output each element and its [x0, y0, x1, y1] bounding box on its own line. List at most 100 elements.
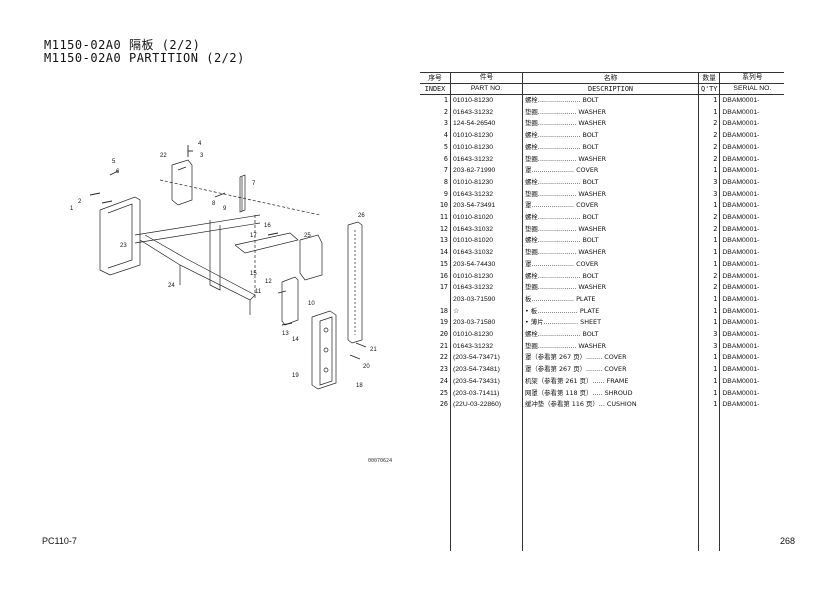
cell-desc: 垫圈................... WASHER [522, 340, 699, 353]
callout-21: 21 [370, 347, 377, 353]
cell-part-no: (203-03-71411) [450, 387, 523, 400]
cell-desc: 垫圈................... WASHER [522, 247, 699, 259]
cell-serial: DBAM0001- [722, 331, 760, 339]
cell-desc: 垫圈................... WASHER [522, 118, 699, 131]
cell-desc: 垫圈................... WASHER [522, 106, 699, 119]
callout-14: 14 [292, 337, 299, 343]
cell-index: 8 [420, 176, 451, 189]
footer-model: PC110-7 [42, 536, 77, 546]
cell-qty: 2 [698, 223, 721, 236]
cell-index: 19 [420, 317, 451, 330]
table-row: 25(203-03-71411)网罩（参看第 118 页）..... SHROU… [420, 387, 784, 400]
cell-serial: DBAM0001- [722, 272, 760, 280]
cell-qty: 2 [698, 270, 721, 283]
cell-serial: DBAM0001- [722, 225, 760, 233]
cell-serial: DBAM0001- [722, 120, 760, 128]
cell-qty: 3 [698, 329, 721, 341]
cell-qty: 1 [698, 106, 721, 119]
callout-4: 4 [198, 141, 202, 147]
callout-16: 16 [264, 223, 271, 229]
cell-index: 2 [420, 106, 451, 119]
cell-qty: 1 [698, 165, 721, 177]
cell-desc: 螺栓..................... BOLT [522, 235, 699, 248]
cell-index: 22 [420, 352, 451, 365]
th-qty-en: Q'TY [698, 83, 721, 95]
cell-part-no: 203-03-71580 [450, 317, 523, 330]
cover-22 [171, 159, 193, 206]
cell-index: 25 [420, 387, 451, 400]
callout-5: 5 [112, 159, 116, 165]
cell-part-no: (203-54-73431) [450, 375, 523, 388]
cell-serial: DBAM0001- [722, 108, 760, 116]
th-serial-en: SERIAL NO. [719, 83, 785, 95]
cell-serial: DBAM0001- [722, 401, 760, 409]
cell-part-no: 01643-31032 [450, 247, 523, 259]
cell-desc: 板..................... PLATE [522, 293, 699, 306]
cell-part-no: 01010-81230 [450, 130, 523, 142]
cell-part-no: ☆ [450, 305, 523, 318]
table-row: 24(203-54-73431)机架（参看第 261 页）...... FRAM… [420, 375, 784, 388]
cover-15 [234, 232, 299, 254]
cell-desc: 螺栓..................... BOLT [522, 130, 699, 142]
cell-part-no: 01643-31032 [450, 223, 523, 236]
cell-part-no: 01643-31232 [450, 340, 523, 353]
cell-desc: 垫圈................... WASHER [522, 153, 699, 166]
cell-serial: DBAM0001- [722, 342, 760, 350]
cell-desc: 螺栓..................... BOLT [522, 329, 699, 341]
cell-qty: 1 [698, 387, 721, 400]
cell-part-no: 01010-81230 [450, 270, 523, 283]
cell-serial: DBAM0001- [722, 202, 760, 210]
cell-index: 24 [420, 375, 451, 388]
cell-qty: 2 [698, 130, 721, 142]
cell-qty: 2 [698, 282, 721, 294]
cell-part-no: 203-03-71590 [450, 293, 523, 306]
callout-24: 24 [168, 283, 175, 289]
empty-cell [450, 410, 523, 551]
table-row: 22(203-54-73471)罩（参看第 267 页）........ COV… [420, 352, 784, 365]
cell-part-no: 01010-81230 [450, 329, 523, 341]
empty-cell [420, 410, 451, 551]
cell-index: 15 [420, 258, 451, 271]
page-title-cn: M1150-02A0 隔板 (2/2) [44, 38, 201, 52]
cell-desc: 螺栓..................... BOLT [522, 176, 699, 189]
callout-26: 26 [358, 213, 365, 219]
cell-index: 26 [420, 399, 451, 411]
callout-17: 17 [250, 233, 257, 239]
cell-qty: 1 [698, 375, 721, 388]
callout-7: 7 [252, 181, 256, 187]
cell-desc: 罩..................... COVER [522, 165, 699, 177]
cell-desc: 螺栓..................... BOLT [522, 141, 699, 154]
cover-25 [299, 234, 323, 281]
cell-index: 4 [420, 130, 451, 142]
callout-8: 8 [212, 201, 216, 207]
cell-desc: • 薄片................. SHEET [522, 317, 699, 330]
cell-index: 7 [420, 165, 451, 177]
table-row: 23(203-54-73481)罩（参看第 267 页）........ COV… [420, 364, 784, 376]
cell-serial: DBAM0001- [722, 249, 760, 257]
cell-part-no: 203-54-73491 [450, 200, 523, 213]
callout-2: 2 [78, 199, 82, 205]
cell-part-no: 01643-31232 [450, 188, 523, 201]
cell-index: 17 [420, 282, 451, 294]
cell-part-no: 124-54-26540 [450, 118, 523, 131]
cell-qty: 2 [698, 118, 721, 131]
callout-11: 11 [255, 289, 262, 295]
cell-desc: 螺栓..................... BOLT [522, 270, 699, 283]
cell-index: 10 [420, 200, 451, 213]
cell-qty: 1 [698, 235, 721, 248]
cell-index: 14 [420, 247, 451, 259]
cell-serial: DBAM0001- [722, 155, 760, 163]
cell-part-no: 01010-81020 [450, 235, 523, 248]
cell-index: 21 [420, 340, 451, 353]
cell-qty: 1 [698, 293, 721, 306]
cell-desc: 螺栓..................... BOLT [522, 94, 699, 107]
